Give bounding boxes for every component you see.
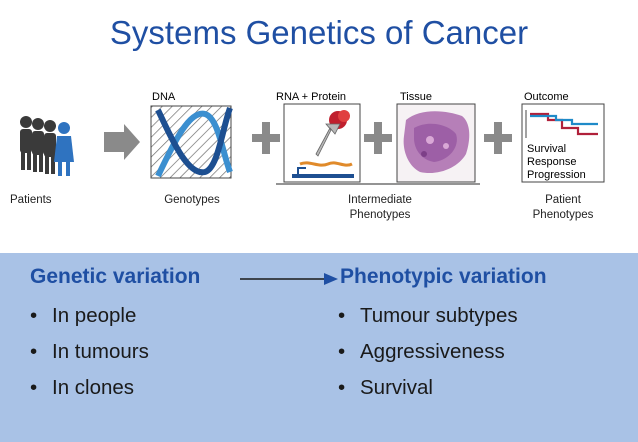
caption-patients: Patients <box>10 194 52 206</box>
outcome-item: Progression <box>527 169 586 181</box>
systems-genetics-diagram: Survival Response Progression DNA RNA + … <box>0 80 638 252</box>
label-rna-protein: RNA + Protein <box>276 91 346 103</box>
caption-intermediate-phenotypes: Intermediate Phenotypes <box>320 193 440 223</box>
outcome-item: Survival <box>527 143 566 155</box>
label-outcome: Outcome <box>524 91 569 103</box>
list-item: •In clones <box>30 376 135 399</box>
plus-icon <box>364 122 392 154</box>
rna-protein-icon <box>283 103 361 183</box>
caption-line: Phenotypes <box>532 209 594 221</box>
list-item: •Tumour subtypes <box>338 304 518 327</box>
list-item: •In tumours <box>30 340 149 363</box>
caption-line: Patient <box>545 194 581 206</box>
plus-icon <box>484 122 512 154</box>
page-title: Systems Genetics of Cancer <box>109 14 529 51</box>
list-item: •In people <box>30 304 137 327</box>
list-item: •Survival <box>338 376 433 399</box>
caption-line: Phenotypes <box>349 209 411 221</box>
list-item: •Aggressiveness <box>338 340 505 363</box>
label-dna: DNA <box>152 91 176 103</box>
outcome-chart-icon <box>521 103 605 183</box>
chevron-right-icon <box>104 124 140 160</box>
label-tissue: Tissue <box>400 91 432 103</box>
genetic-variation-heading: Genetic variation <box>30 265 201 288</box>
phenotypic-variation-list: •Tumour subtypes •Aggressiveness •Surviv… <box>338 301 518 409</box>
variation-panel: Genetic variation Phenotypic variation •… <box>0 253 638 442</box>
arrow-right-icon <box>240 273 338 285</box>
tissue-image <box>396 103 476 183</box>
caption-genotypes: Genotypes <box>164 194 220 206</box>
dna-icon <box>150 105 233 179</box>
caption-line: Intermediate <box>348 194 412 206</box>
outcome-item: Response <box>527 156 577 168</box>
caption-patient-phenotypes: Patient Phenotypes <box>520 193 606 223</box>
genetic-variation-list: •In people •In tumours •In clones <box>30 301 149 409</box>
phenotypic-variation-heading: Phenotypic variation <box>340 265 547 288</box>
plus-icon <box>252 122 280 154</box>
patients-icon <box>20 116 74 176</box>
